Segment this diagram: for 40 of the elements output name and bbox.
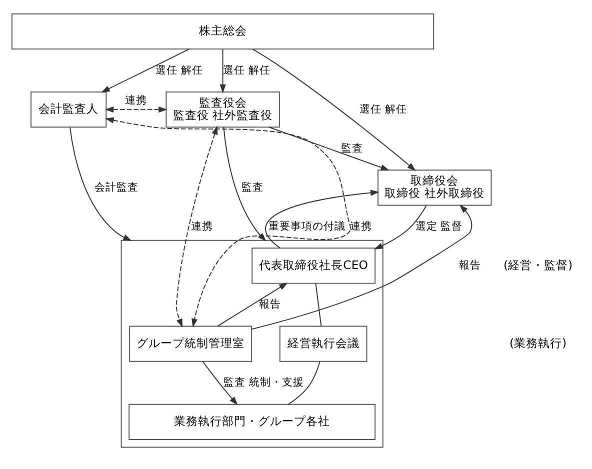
edge-label: 連携 bbox=[350, 219, 372, 232]
edge-label: 連携 bbox=[190, 219, 213, 232]
arrow bbox=[223, 126, 266, 242]
node-box: 代表取締役社長CEO bbox=[252, 248, 376, 284]
label: (業務執行) bbox=[510, 336, 567, 350]
arrow bbox=[220, 48, 226, 94]
arrow bbox=[265, 190, 380, 249]
edge-label: 選任 解任 bbox=[156, 63, 204, 76]
node-box: 取締役会 取締役 社外取締役 bbox=[378, 170, 492, 206]
edge-label: 監査 bbox=[341, 141, 364, 154]
edge-label: 重要事項の付議 bbox=[268, 219, 346, 232]
edge-label: 連携 bbox=[125, 94, 148, 107]
node-box: 株主総会 bbox=[11, 13, 434, 50]
arrow bbox=[217, 282, 288, 327]
arrow bbox=[101, 48, 190, 93]
edge-label: 選定 監督 bbox=[415, 219, 463, 232]
label: (経営・監督) bbox=[504, 258, 573, 272]
arrow bbox=[252, 48, 416, 171]
edge-label: 選任 解任 bbox=[222, 63, 270, 76]
node-box: 経営執行会議 bbox=[279, 326, 368, 362]
arrow bbox=[176, 126, 218, 328]
edge-label: 監査 統制・支援 bbox=[224, 376, 304, 389]
edge-label: 監査 bbox=[242, 180, 264, 194]
node-box: 会計監査人 bbox=[30, 92, 107, 128]
arrow bbox=[70, 126, 132, 241]
arrow bbox=[104, 106, 168, 113]
node-box: 業務執行部門・グループ各社 bbox=[128, 404, 376, 440]
node-box: グループ統制管理室 bbox=[129, 326, 252, 362]
connector bbox=[288, 361, 320, 405]
node-box: 監査役会 監査役 社外監査役 bbox=[166, 92, 280, 128]
arrow bbox=[268, 126, 390, 170]
arrow bbox=[105, 117, 352, 328]
arrow bbox=[202, 361, 238, 406]
connector bbox=[315, 283, 322, 326]
arrow bbox=[251, 204, 472, 330]
arrow bbox=[374, 205, 427, 250]
edge-label: 選任 解任 bbox=[360, 102, 408, 116]
edge-label: 報告 bbox=[259, 298, 282, 311]
edge-label: 報告 bbox=[459, 258, 482, 272]
edge-label: 会計監査 bbox=[94, 180, 138, 194]
